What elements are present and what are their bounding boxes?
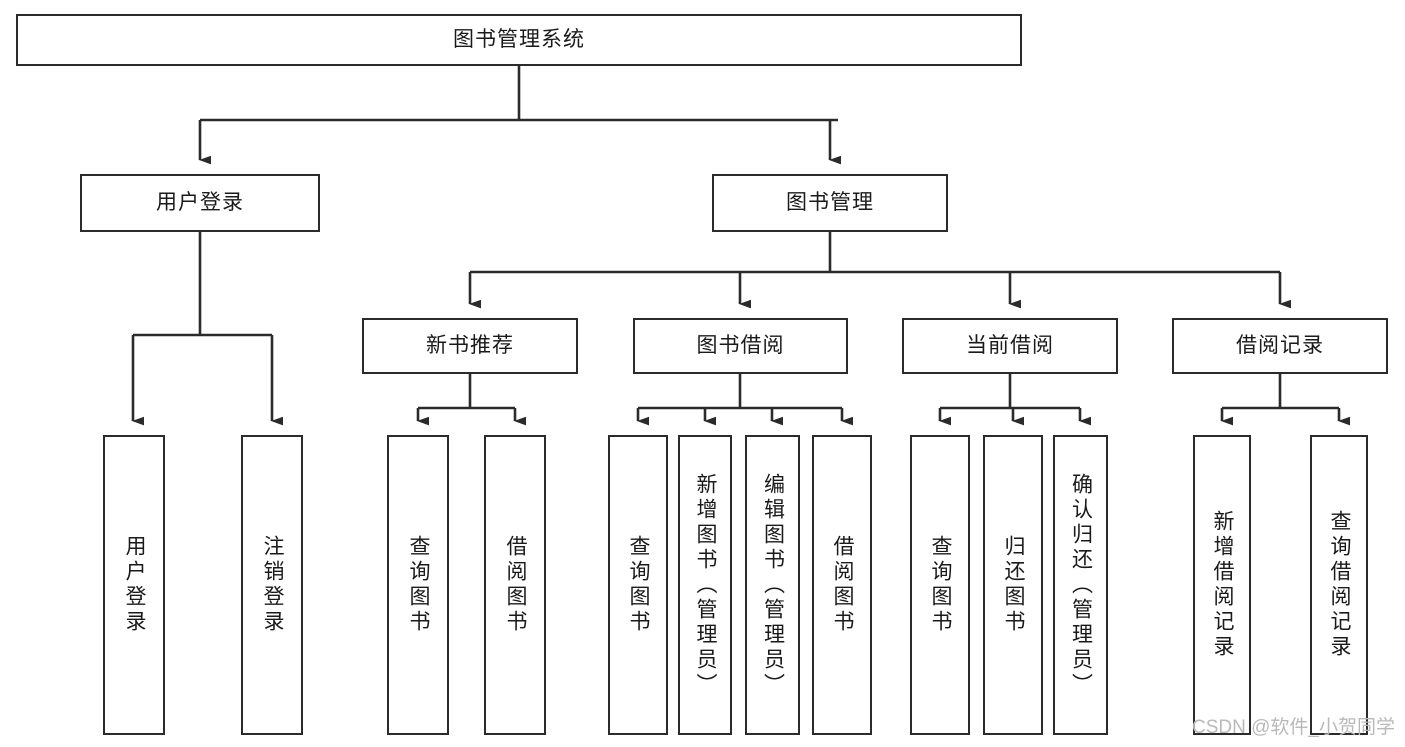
node-leaf-add-book-admin-label: 新增图书（管理员） [694, 472, 718, 698]
node-leaf-confirm-return-admin[interactable]: 确认归还（管理员） [1053, 435, 1108, 735]
node-leaf-user-login[interactable]: 用户登录 [103, 435, 165, 735]
node-root-system-label: 图书管理系统 [453, 27, 585, 51]
node-leaf-query-book-current-label: 查询图书 [929, 535, 953, 635]
node-leaf-query-book-recommend-label: 查询图书 [407, 535, 431, 635]
node-leaf-confirm-return-admin-label: 确认归还（管理员） [1069, 472, 1093, 698]
node-user-login[interactable]: 用户登录 [80, 174, 320, 232]
node-leaf-borrow-book-label: 借阅图书 [831, 535, 855, 635]
node-book-borrow[interactable]: 图书借阅 [633, 318, 848, 374]
node-current-borrow[interactable]: 当前借阅 [902, 318, 1118, 374]
node-leaf-return-book[interactable]: 归还图书 [983, 435, 1043, 735]
node-leaf-query-book-current[interactable]: 查询图书 [910, 435, 970, 735]
node-leaf-borrow-book-recommend[interactable]: 借阅图书 [484, 435, 546, 735]
node-book-manage[interactable]: 图书管理 [712, 174, 948, 232]
node-book-borrow-label: 图书借阅 [696, 333, 785, 357]
node-leaf-return-book-label: 归还图书 [1002, 535, 1026, 635]
node-leaf-add-borrow-record-label: 新增借阅记录 [1211, 510, 1235, 660]
node-leaf-user-login-label: 用户登录 [123, 535, 147, 635]
node-leaf-edit-book-admin[interactable]: 编辑图书（管理员） [745, 435, 800, 735]
node-leaf-borrow-book[interactable]: 借阅图书 [812, 435, 872, 735]
node-leaf-logout-label: 注销登录 [261, 535, 285, 635]
node-leaf-query-book-recommend[interactable]: 查询图书 [387, 435, 449, 735]
node-leaf-edit-book-admin-label: 编辑图书（管理员） [761, 472, 785, 698]
node-user-login-label: 用户登录 [156, 190, 244, 214]
node-root-system[interactable]: 图书管理系统 [16, 14, 1022, 66]
node-leaf-add-borrow-record[interactable]: 新增借阅记录 [1193, 435, 1251, 735]
node-new-book-recommend[interactable]: 新书推荐 [362, 318, 578, 374]
node-leaf-query-borrow-record[interactable]: 查询借阅记录 [1310, 435, 1368, 735]
node-book-manage-label: 图书管理 [786, 190, 874, 214]
node-current-borrow-label: 当前借阅 [966, 333, 1054, 357]
node-new-book-recommend-label: 新书推荐 [426, 333, 514, 357]
node-leaf-query-book-borrow-label: 查询图书 [627, 535, 651, 635]
node-leaf-logout[interactable]: 注销登录 [241, 435, 303, 735]
node-borrow-record[interactable]: 借阅记录 [1172, 318, 1388, 374]
node-borrow-record-label: 借阅记录 [1236, 333, 1324, 357]
node-leaf-query-book-borrow[interactable]: 查询图书 [608, 435, 668, 735]
node-leaf-query-borrow-record-label: 查询借阅记录 [1328, 510, 1352, 660]
node-leaf-borrow-book-recommend-label: 借阅图书 [504, 535, 528, 635]
node-leaf-add-book-admin[interactable]: 新增图书（管理员） [678, 435, 732, 735]
